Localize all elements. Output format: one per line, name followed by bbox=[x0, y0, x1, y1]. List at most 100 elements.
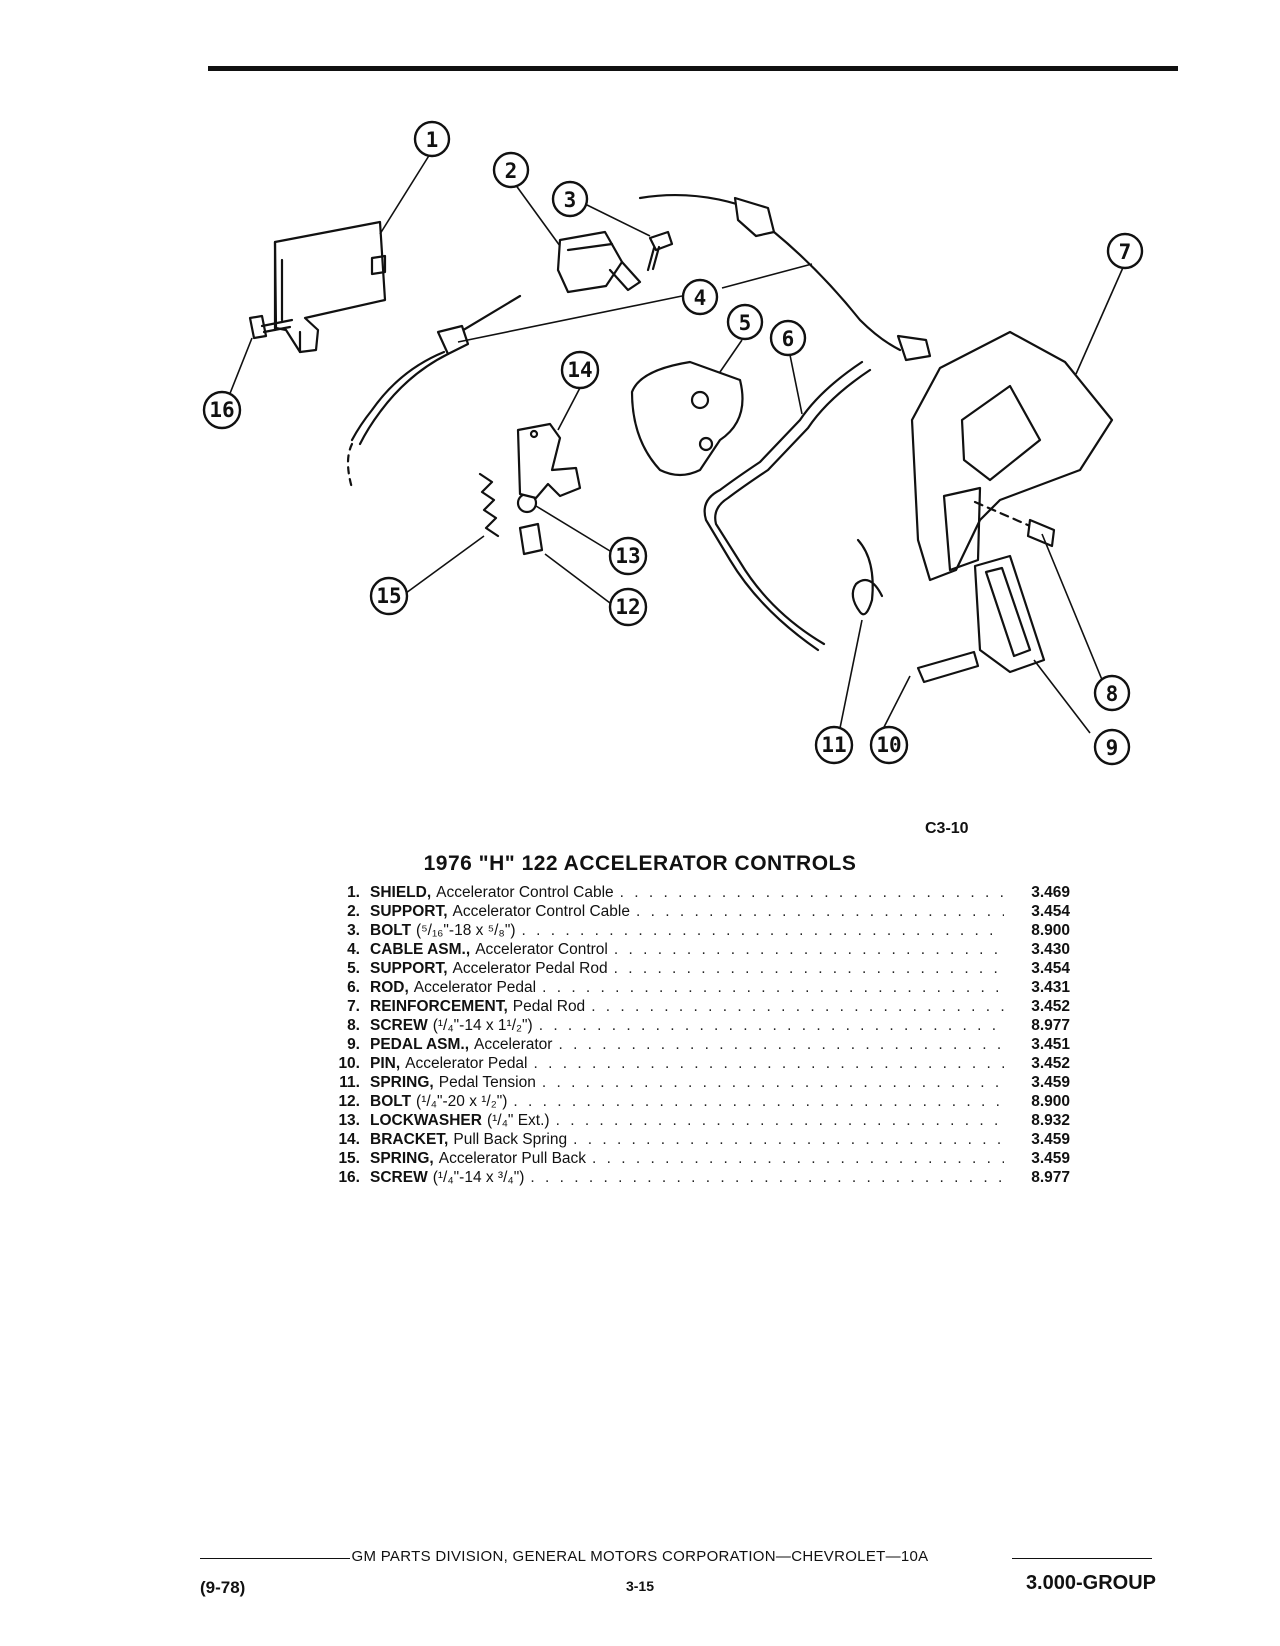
part-name: CABLE ASM., bbox=[370, 941, 471, 958]
leader-dots: . . . . . . . . . . . . . . . . . . . . … bbox=[521, 922, 1004, 939]
leader-dots: . . . . . . . . . . . . . . . . . . . . … bbox=[613, 960, 1004, 977]
part-description: Accelerator bbox=[474, 1036, 553, 1053]
group-number: 8.977 bbox=[1031, 1169, 1070, 1186]
part-rod bbox=[703, 360, 872, 652]
part-number: 9. bbox=[347, 1036, 360, 1053]
part-screw-8 bbox=[973, 500, 1056, 548]
part-number: 12. bbox=[338, 1093, 360, 1110]
part-number: 16. bbox=[338, 1169, 360, 1186]
part-number: 4. bbox=[347, 941, 360, 958]
part-description: (¹/₄"-14 x ³/₄") bbox=[432, 1169, 525, 1186]
parts-row: 10.PIN,Accelerator Pedal. . . . . . . . … bbox=[310, 1055, 1070, 1074]
parts-row: 11.SPRING,Pedal Tension. . . . . . . . .… bbox=[310, 1074, 1070, 1093]
parts-row: 12.BOLT(¹/₄"-20 x ¹/₂"). . . . . . . . .… bbox=[310, 1093, 1070, 1112]
leader-dots: . . . . . . . . . . . . . . . . . . . . … bbox=[613, 941, 1004, 958]
part-number: 15. bbox=[338, 1150, 360, 1167]
part-name: SUPPORT, bbox=[370, 903, 448, 920]
svg-text:4: 4 bbox=[694, 286, 707, 310]
svg-text:6: 6 bbox=[782, 327, 795, 351]
svg-text:12: 12 bbox=[615, 595, 640, 619]
part-description: Pull Back Spring bbox=[453, 1131, 568, 1148]
leader-dots: . . . . . . . . . . . . . . . . . . . . … bbox=[573, 1131, 1004, 1148]
part-shield bbox=[273, 220, 387, 354]
part-description: (¹/₄"-14 x 1¹/₂") bbox=[432, 1017, 533, 1034]
part-number: 2. bbox=[347, 903, 360, 920]
part-number: 8. bbox=[347, 1017, 360, 1034]
leader-dots: . . . . . . . . . . . . . . . . . . . . … bbox=[530, 1169, 1004, 1186]
callout-9: 9 bbox=[1093, 728, 1131, 766]
callout-8: 8 bbox=[1093, 674, 1131, 712]
group-number: 3.430 bbox=[1031, 941, 1070, 958]
part-name: BRACKET, bbox=[370, 1131, 449, 1148]
parts-row: 2.SUPPORT,Accelerator Control Cable. . .… bbox=[310, 903, 1070, 922]
part-description: (⁵/₁₆"-18 x ⁵/₈") bbox=[416, 922, 516, 939]
part-number: 13. bbox=[338, 1112, 360, 1129]
svg-text:13: 13 bbox=[615, 544, 640, 568]
leader-dots: . . . . . . . . . . . . . . . . . . . . … bbox=[555, 1112, 1004, 1129]
callout-1: 1 bbox=[413, 120, 451, 158]
part-number: 11. bbox=[339, 1074, 360, 1091]
parts-row: 14.BRACKET,Pull Back Spring. . . . . . .… bbox=[310, 1131, 1070, 1150]
svg-text:2: 2 bbox=[505, 159, 518, 183]
callout-4: 4 bbox=[681, 278, 719, 316]
part-name: SPRING, bbox=[370, 1150, 434, 1167]
callout-13: 13 bbox=[608, 536, 648, 576]
parts-row: 16.SCREW(¹/₄"-14 x ³/₄"). . . . . . . . … bbox=[310, 1169, 1070, 1188]
parts-row: 15.SPRING,Accelerator Pull Back. . . . .… bbox=[310, 1150, 1070, 1169]
callout-2: 2 bbox=[492, 151, 530, 189]
part-bracket bbox=[516, 422, 582, 500]
group-number: 8.977 bbox=[1031, 1017, 1070, 1034]
parts-row: 3. BOLT(⁵/₁₆"-18 x ⁵/₈") . . . . . . . . .… bbox=[310, 922, 1070, 941]
group-number: 3.431 bbox=[1031, 979, 1070, 996]
svg-text:7: 7 bbox=[1119, 240, 1132, 264]
part-name: PIN, bbox=[370, 1055, 401, 1072]
callout-5: 5 bbox=[726, 303, 764, 341]
svg-text:10: 10 bbox=[876, 733, 901, 757]
svg-text:15: 15 bbox=[376, 584, 401, 608]
leader-dots: . . . . . . . . . . . . . . . . . . . . … bbox=[636, 903, 1004, 920]
callout-3: 3 bbox=[551, 180, 589, 218]
part-spring-11 bbox=[851, 538, 884, 616]
page-title: 1976 "H" 122 ACCELERATOR CONTROLS bbox=[423, 852, 857, 875]
part-description: Pedal Tension bbox=[438, 1074, 536, 1091]
group-number: 3.459 bbox=[1031, 1150, 1070, 1167]
svg-text:5: 5 bbox=[739, 311, 752, 335]
figure-code: C3-10 bbox=[925, 820, 969, 837]
group-number: 8.900 bbox=[1031, 922, 1070, 939]
part-number: 7. bbox=[347, 998, 360, 1015]
group-number: 3.459 bbox=[1031, 1131, 1070, 1148]
part-name: BOLT bbox=[370, 922, 412, 939]
parts-row: 9.PEDAL ASM.,Accelerator. . . . . . . . … bbox=[310, 1036, 1070, 1055]
parts-row: 6.ROD,Accelerator Pedal. . . . . . . . .… bbox=[310, 979, 1070, 998]
callout-6: 6 bbox=[769, 319, 807, 357]
svg-text:1: 1 bbox=[426, 128, 439, 152]
part-description: Accelerator Pedal bbox=[405, 1055, 528, 1072]
part-pedal bbox=[973, 554, 1046, 674]
leader-dots: . . . . . . . . . . . . . . . . . . . . … bbox=[542, 979, 1004, 996]
part-bolt-12 bbox=[518, 522, 544, 556]
part-name: SPRING, bbox=[370, 1074, 434, 1091]
leader-dots: . . . . . . . . . . . . . . . . . . . . … bbox=[533, 1055, 1005, 1072]
part-description: Pedal Rod bbox=[512, 998, 586, 1015]
parts-row: 4.CABLE ASM.,Accelerator Control. . . . … bbox=[310, 941, 1070, 960]
part-screw-16 bbox=[248, 314, 294, 340]
leader-dots: . . . . . . . . . . . . . . . . . . . . … bbox=[619, 884, 1004, 901]
leader-dots: . . . . . . . . . . . . . . . . . . . . … bbox=[513, 1093, 1004, 1110]
callout-7: 7 bbox=[1106, 232, 1144, 270]
part-description: (¹/₄"-20 x ¹/₂") bbox=[416, 1093, 508, 1110]
svg-text:14: 14 bbox=[567, 358, 592, 382]
part-spring-15 bbox=[478, 472, 500, 538]
parts-row: 8.SCREW(¹/₄"-14 x 1¹/₂"). . . . . . . . … bbox=[310, 1017, 1070, 1036]
part-number: 5. bbox=[347, 960, 360, 977]
part-name: LOCKWASHER bbox=[370, 1112, 482, 1129]
group-number: 3.451 bbox=[1031, 1036, 1070, 1053]
part-number: 1. bbox=[347, 884, 360, 901]
parts-row: 5.SUPPORT,Accelerator Pedal Rod. . . . .… bbox=[310, 960, 1070, 979]
footer-rule-left bbox=[200, 1558, 350, 1559]
svg-text:9: 9 bbox=[1106, 736, 1119, 760]
callout-14: 14 bbox=[560, 350, 600, 390]
part-name: SHIELD, bbox=[370, 884, 432, 901]
part-number: 3. bbox=[347, 922, 360, 939]
leader-dots: . . . . . . . . . . . . . . . . . . . . … bbox=[591, 998, 1004, 1015]
part-name: REINFORCEMENT, bbox=[370, 998, 508, 1015]
